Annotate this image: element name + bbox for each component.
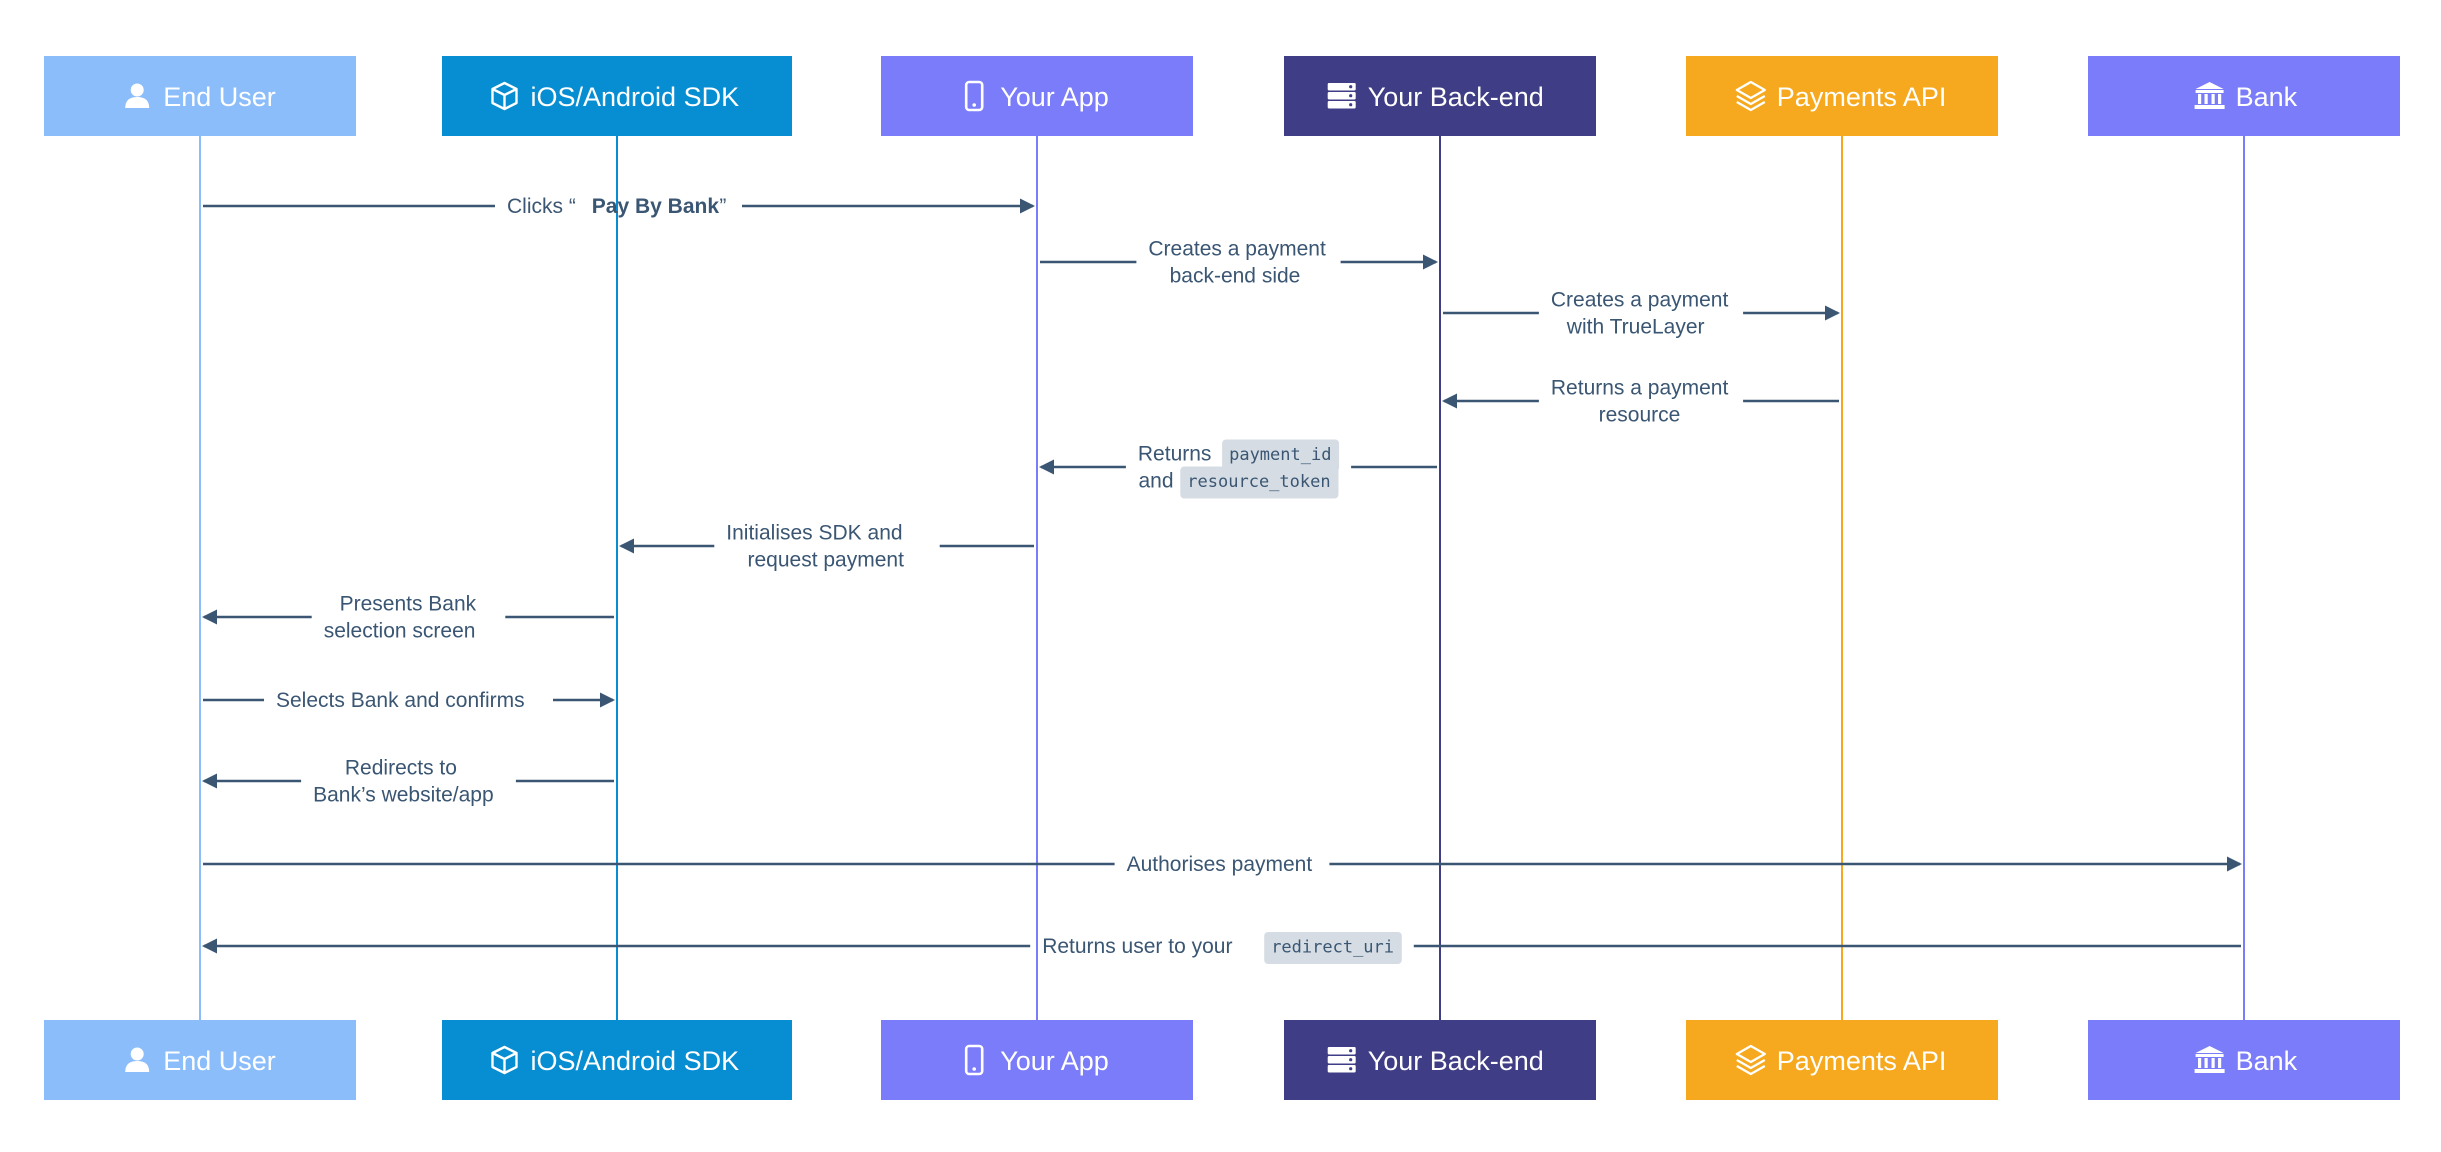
message-label: Selects Bank and confirms [276, 689, 525, 712]
message-label: Creates a payment [1551, 289, 1729, 312]
participant-box [442, 1020, 792, 1100]
participant-api-top: Payments API [1686, 56, 1998, 136]
participant-bank-top: Bank [2088, 56, 2400, 136]
participants-top: End User iOS/Android SDK Your App Your Back… [44, 56, 2400, 136]
participant-box [881, 56, 1193, 136]
arrowhead [1423, 254, 1438, 270]
arrowhead [619, 538, 634, 554]
participant-label: Bank [2236, 82, 2298, 112]
layers-icon [1735, 1044, 1766, 1076]
participant-box [442, 56, 792, 136]
participant-label: Your App [1000, 1046, 1109, 1076]
participant-box [2088, 1020, 2400, 1100]
bank-icon [2194, 82, 2225, 109]
message-label: resource [1599, 404, 1681, 427]
participant-end-user-top: End User [44, 56, 356, 136]
participant-box [2088, 56, 2400, 136]
message-label: Returns [1138, 443, 1212, 466]
message-4: Returns a payment resource [1442, 377, 1839, 427]
participant-label: Bank [2236, 1046, 2298, 1076]
participant-app-top: Your App [881, 56, 1193, 136]
arrowhead [600, 692, 615, 708]
message-7: Presents Bank selection screen [202, 593, 614, 643]
server-icon [1327, 1047, 1356, 1073]
message-3: Creates a payment with TrueLayer [1443, 289, 1840, 339]
message-10: Authorises payment [203, 853, 2242, 876]
participant-label: Your Back-end [1368, 82, 1544, 112]
cube-icon [491, 1045, 518, 1075]
participant-api-bottom: Payments API [1686, 1020, 1998, 1100]
arrowhead [1825, 305, 1840, 321]
message-label: Clicks “ [507, 195, 576, 218]
code-chip [1222, 439, 1340, 472]
code-chip [1180, 466, 1339, 499]
server-icon [1327, 83, 1356, 109]
message-label: Creates a payment [1148, 238, 1326, 261]
message-8: Selects Bank and confirms [203, 689, 615, 712]
participant-backend-top: Your Back-end [1284, 56, 1596, 136]
message-label: Returns a payment [1551, 377, 1729, 400]
participant-sdk-top: iOS/Android SDK [442, 56, 792, 136]
message-label: Bank’s website/app [313, 784, 494, 807]
message-11: Returns user to your redirect_uri [202, 932, 2241, 964]
message-2: Creates a payment back-end side [1040, 238, 1438, 288]
message-label: back-end side [1170, 265, 1301, 288]
message-label: with TrueLayer [1566, 316, 1705, 339]
participant-label: iOS/Android SDK [531, 82, 740, 112]
arrowhead [1020, 198, 1035, 214]
messages: Clicks “ Pay By Bank” Creates a payment bac… [202, 195, 2242, 964]
participant-app-bottom: Your App [881, 1020, 1193, 1100]
code-text: redirect_uri [1271, 938, 1394, 958]
code-chip [1264, 932, 1402, 964]
participant-box [44, 1020, 356, 1100]
arrowhead [1039, 459, 1054, 475]
arrowhead [202, 609, 217, 625]
participant-bank-bottom: Bank [2088, 1020, 2400, 1100]
message-9: Redirects to Bank’s website/app [202, 757, 614, 807]
arrowhead [202, 938, 217, 954]
participant-label: End User [163, 82, 276, 112]
message-label: and [1139, 470, 1174, 493]
message-label: Authorises payment [1127, 853, 1313, 876]
code-text: payment_id [1229, 445, 1331, 465]
phone-icon [964, 80, 984, 112]
message-label: selection screen [324, 620, 476, 643]
message-6: Initialises SDK and request payment [619, 522, 1034, 572]
arrowhead [2227, 856, 2242, 872]
bank-icon [2194, 1046, 2225, 1073]
code-text: resource_token [1187, 472, 1330, 492]
user-icon [125, 83, 150, 108]
participant-label: Your Back-end [1368, 1046, 1544, 1076]
participant-box [881, 1020, 1193, 1100]
participant-label: iOS/Android SDK [531, 1046, 740, 1076]
participant-label: Payments API [1777, 1046, 1947, 1076]
participants-bottom: End User iOS/Android SDK Your App Your Back… [44, 1020, 2400, 1100]
message-label: Returns user to your [1042, 935, 1232, 958]
message-label: ” [719, 195, 726, 218]
participant-label: Payments API [1777, 82, 1947, 112]
participant-end-user-bottom: End User [44, 1020, 356, 1100]
message-1: Clicks “ Pay By Bank” [203, 195, 1035, 218]
participant-box [44, 56, 356, 136]
phone-icon [964, 1044, 984, 1076]
message-label: request payment [748, 549, 905, 572]
participant-backend-bottom: Your Back-end [1284, 1020, 1596, 1100]
participant-sdk-bottom: iOS/Android SDK [442, 1020, 792, 1100]
message-label: Initialises SDK and [726, 522, 902, 545]
message-label: Presents Bank [340, 593, 477, 616]
participant-label: End User [163, 1046, 276, 1076]
user-icon [125, 1047, 150, 1072]
arrowhead [1442, 393, 1457, 409]
arrowhead [202, 773, 217, 789]
message-label: Redirects to [345, 757, 457, 780]
participant-label: Your App [1000, 82, 1109, 112]
cube-icon [491, 81, 518, 111]
layers-icon [1735, 80, 1766, 112]
lifelines [199, 136, 2245, 1020]
message-label: Pay By Bank [592, 195, 720, 218]
